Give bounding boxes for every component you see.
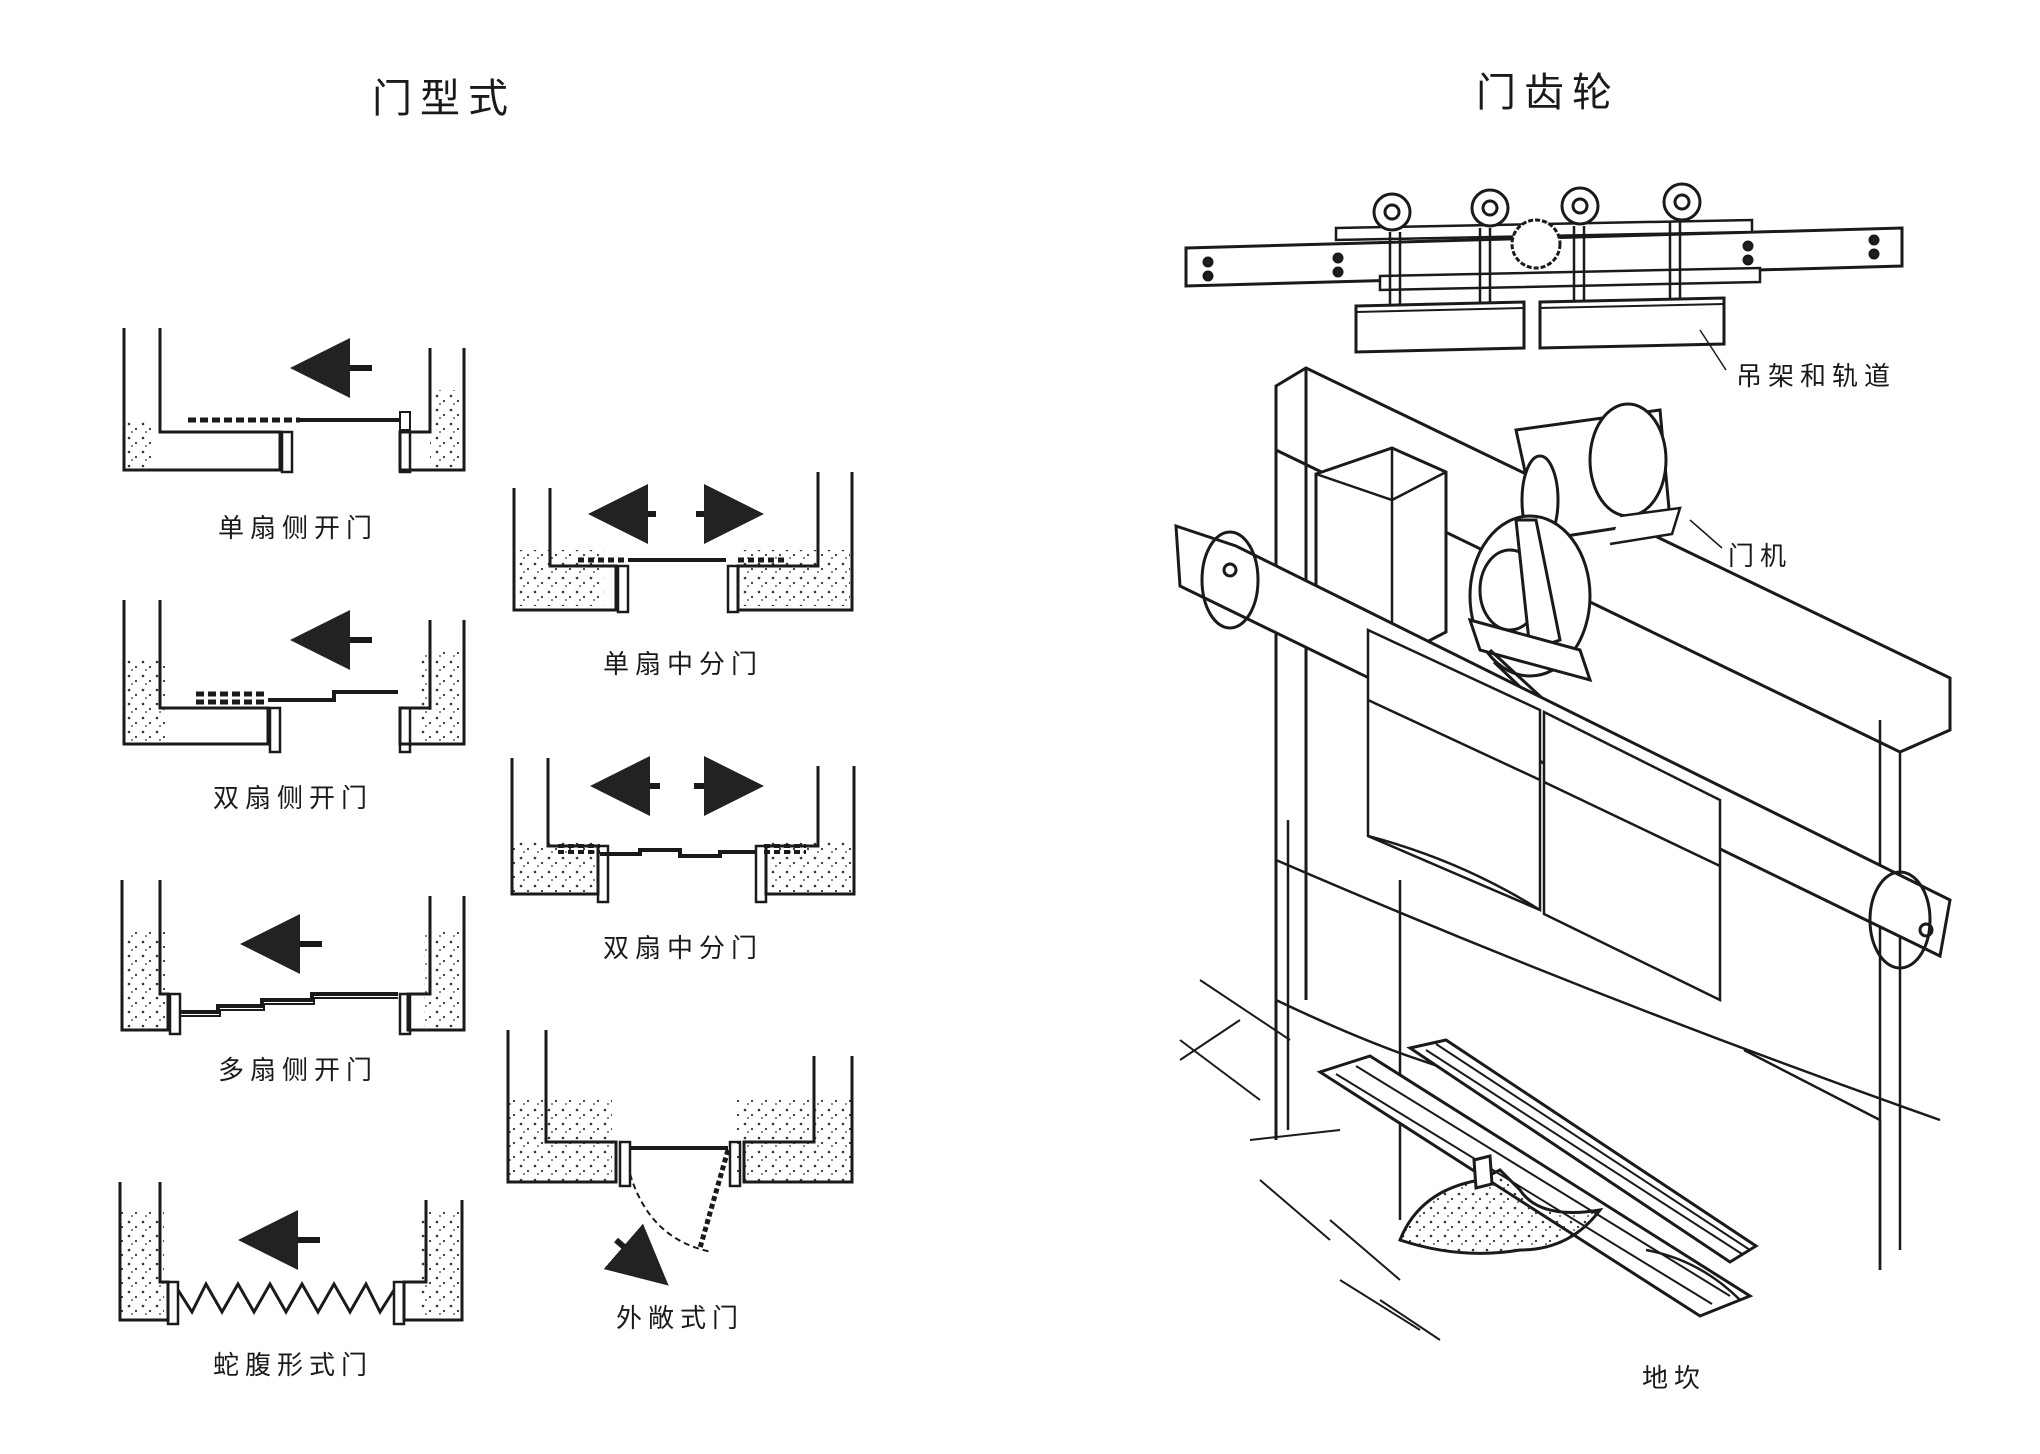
mechanism-sill [1179, 979, 1759, 1341]
right-title: 门齿轮 [1476, 70, 1620, 116]
caption-single-side: 单扇侧开门 [217, 514, 378, 544]
mechanism-hanger-track [1184, 182, 1904, 354]
caption-multi-side: 多扇侧开门 [217, 1056, 378, 1086]
diagram-bellows [118, 1182, 464, 1326]
mechanism-car-body [1274, 366, 1952, 1270]
left-title: 门型式 [372, 76, 516, 122]
caption-double-side: 双扇侧开门 [212, 784, 373, 814]
label-hanger-track: 吊架和轨道 [1736, 362, 1897, 392]
caption-bellows: 蛇腹形式门 [212, 1351, 373, 1381]
label-sill: 地坎 [1642, 1364, 1707, 1394]
diagram-single-center [512, 472, 854, 614]
label-door-operator: 门机 [1728, 542, 1793, 572]
mechanism-door-panels [1174, 523, 1952, 1003]
diagram-multi-side [120, 880, 466, 1036]
diagram-double-center [510, 756, 856, 904]
caption-single-center: 单扇中分门 [602, 650, 763, 680]
caption-double-center: 双扇中分门 [602, 934, 763, 964]
caption-swing-out: 外敞式门 [615, 1304, 744, 1334]
label-leaders [1689, 329, 1727, 549]
diagram-double-side [122, 600, 466, 754]
diagram-single-side [122, 328, 466, 474]
diagram-swing-out [506, 1030, 854, 1286]
